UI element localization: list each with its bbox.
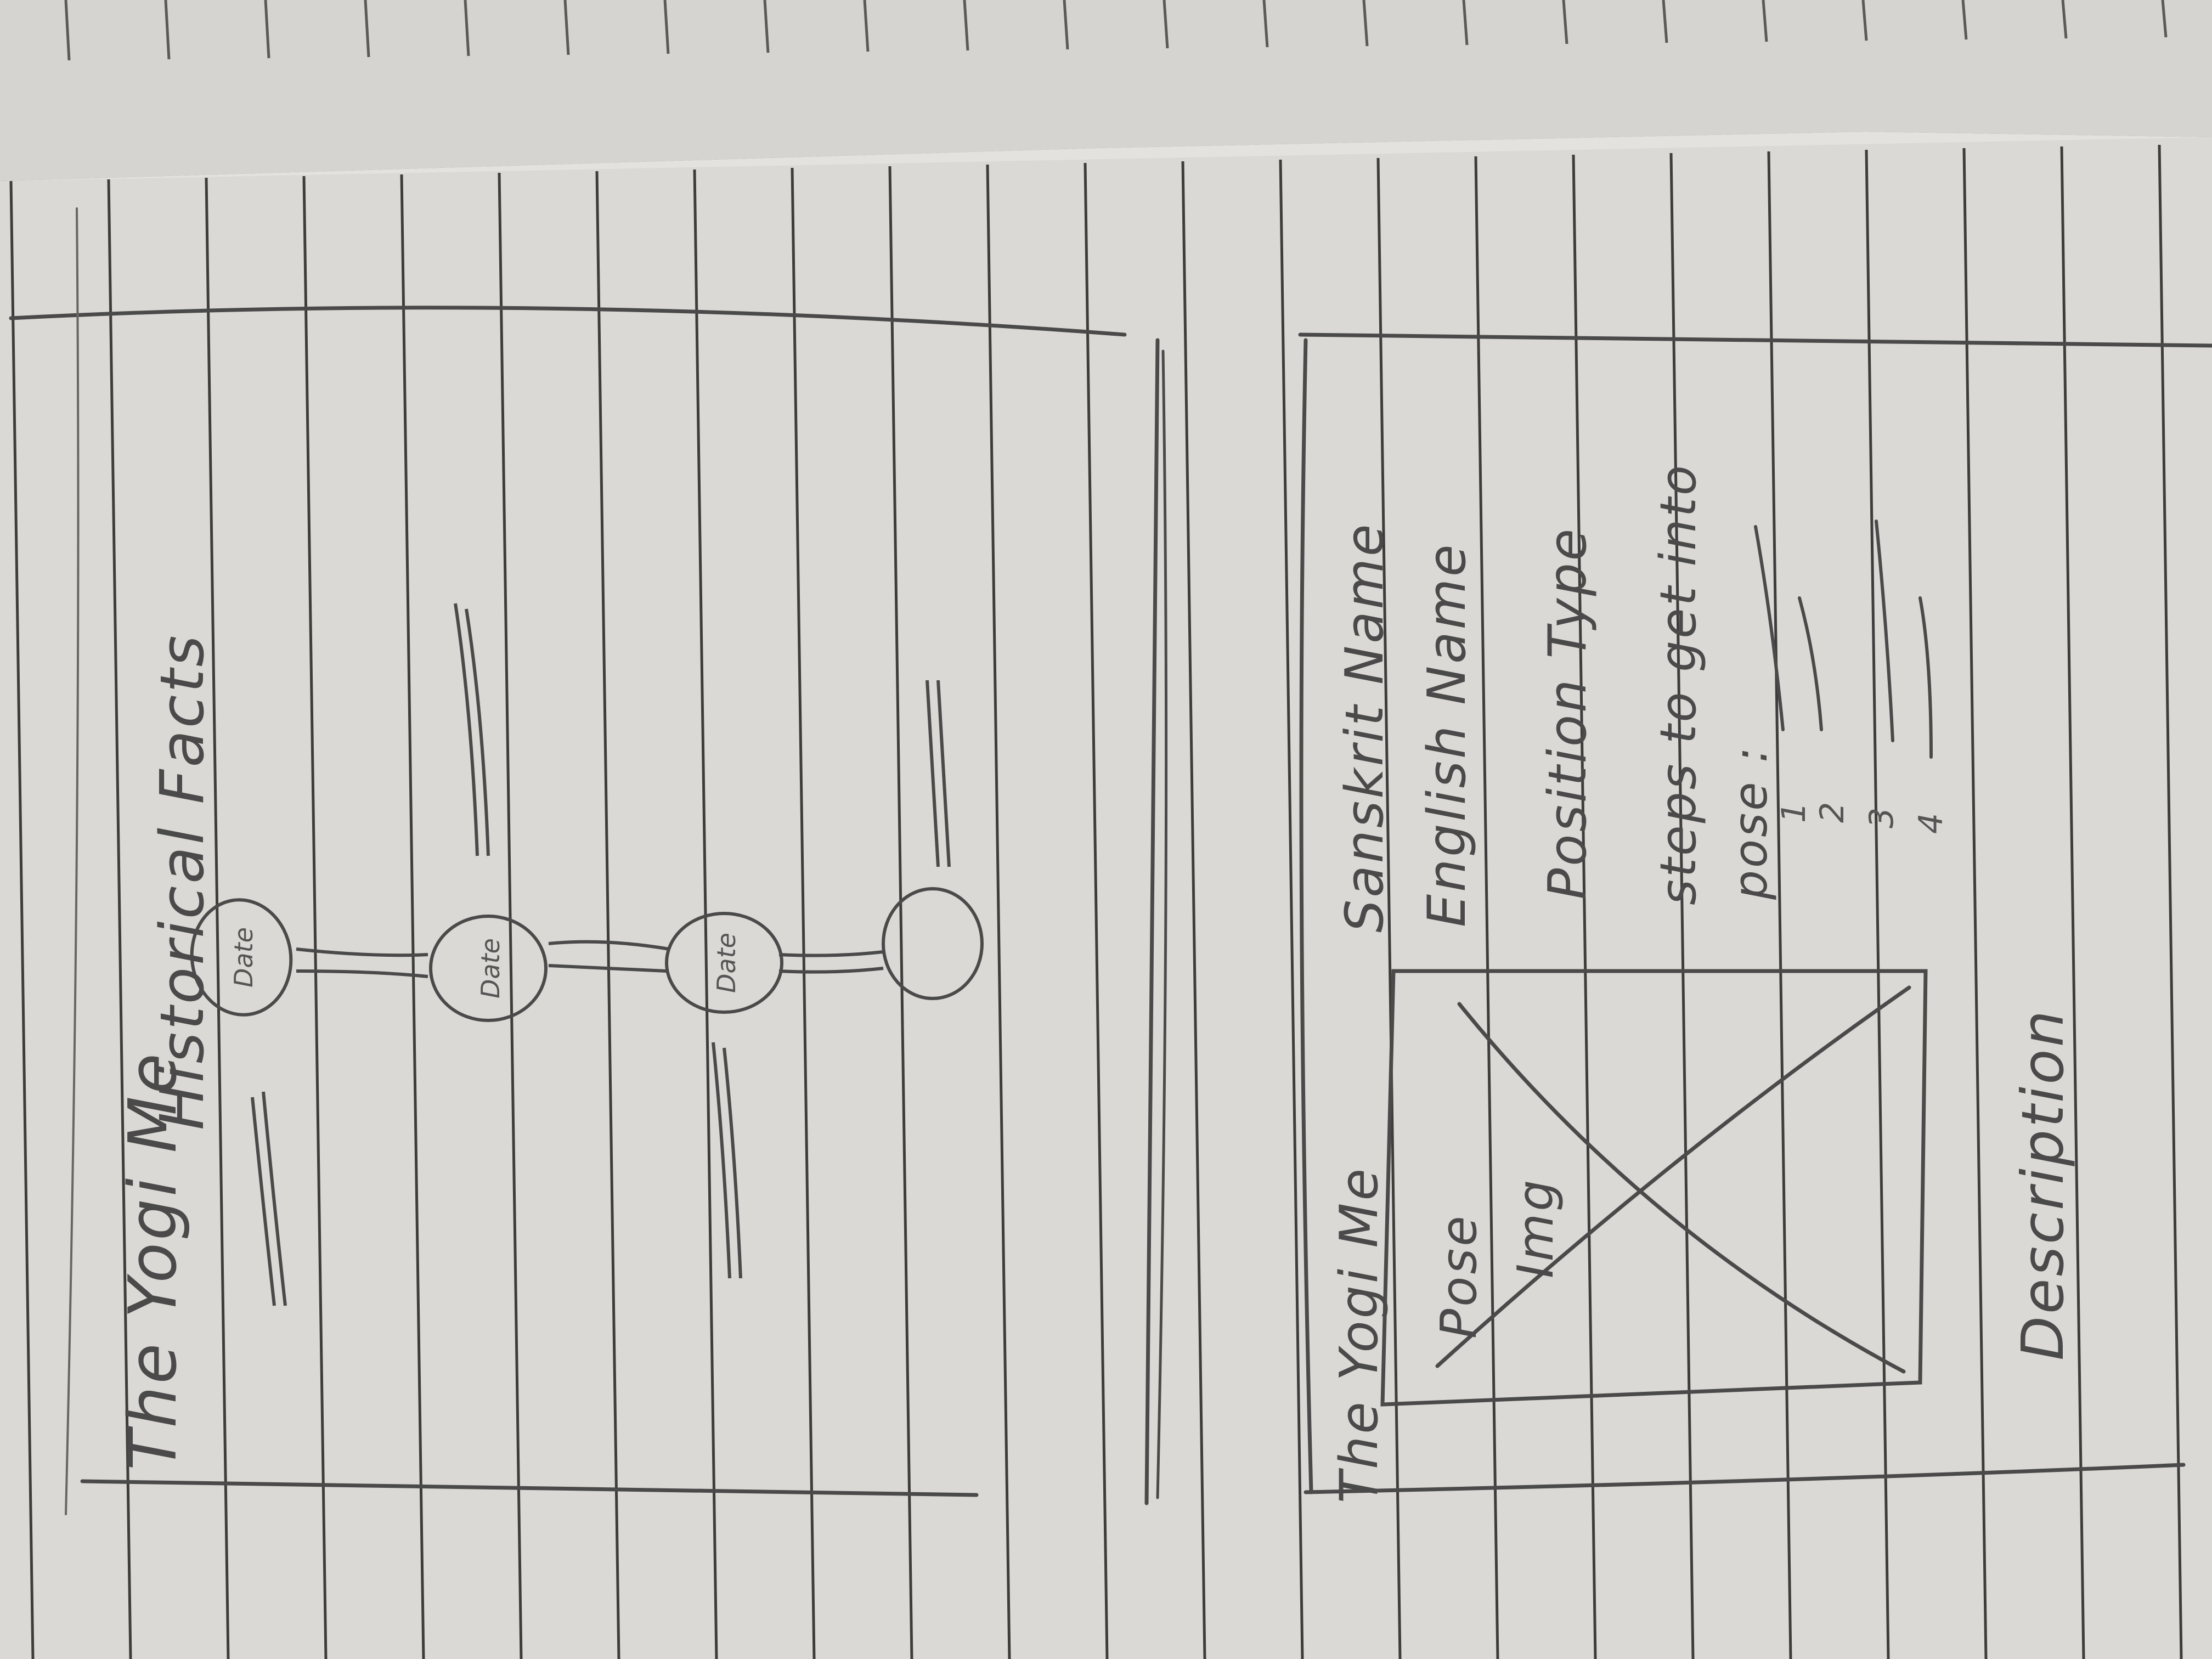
rule-line	[498, 172, 523, 1659]
back-rule-line	[663, 0, 670, 54]
steps-subheading: pose :	[1724, 745, 1778, 900]
back-rule-line	[1762, 0, 1768, 42]
rule-line	[1279, 159, 1304, 1659]
english-name-field: English Name	[1417, 543, 1477, 928]
timeline-node	[190, 898, 293, 1017]
timeline-nodes	[190, 603, 984, 1306]
sketch-2-title: The Yogi Me	[1329, 1166, 1390, 1503]
back-rule-line	[963, 0, 969, 51]
back-page-rule-lines	[64, 0, 2168, 61]
pose-img-label-line-2: Img	[1507, 1178, 1565, 1278]
rule-line	[1474, 156, 1499, 1659]
back-rule-line	[563, 0, 570, 55]
timeline-node	[429, 915, 548, 1022]
description-field: Description	[2010, 1008, 2076, 1361]
back-rule-line	[2061, 0, 2068, 39]
main-page	[0, 132, 2212, 1659]
rule-line	[9, 180, 35, 1659]
back-rule-line	[1562, 0, 1568, 44]
back-rule-line	[264, 0, 270, 59]
rule-line	[302, 176, 328, 1659]
back-rule-line	[64, 0, 71, 61]
back-page	[0, 0, 2212, 181]
back-rule-line	[1462, 0, 1469, 46]
back-rule-line	[1362, 0, 1369, 47]
pose-image-placeholder	[1380, 969, 1928, 1407]
rule-line	[986, 164, 1011, 1659]
rule-line	[2158, 144, 2183, 1659]
rule-line	[1572, 154, 1597, 1659]
rule-line	[1084, 162, 1109, 1659]
rule-line	[888, 166, 913, 1659]
back-rule-line	[763, 0, 770, 53]
rule-line	[1962, 148, 1988, 1659]
back-rule-line	[1262, 0, 1269, 48]
sketch-1-title: The Yogi Me	[115, 1051, 191, 1470]
rule-line	[595, 171, 620, 1659]
sketch-timeline-frame	[9, 207, 1168, 1515]
back-rule-line	[1662, 0, 1668, 43]
rule-line	[1669, 153, 1695, 1659]
step-number: 2	[1813, 802, 1852, 823]
rule-line	[1865, 149, 1890, 1659]
step-number: 3	[1863, 808, 1901, 828]
sketch-1-subtitle: Historical Facts	[147, 633, 217, 1130]
timeline-node	[665, 912, 783, 1014]
rule-line	[1767, 151, 1792, 1659]
rule-line	[107, 179, 132, 1659]
pose-img-label-line-1: Pose	[1430, 1214, 1488, 1339]
rule-line	[2060, 146, 2085, 1659]
rule-line	[400, 174, 425, 1659]
step-number: 1	[1775, 802, 1813, 823]
rule-line	[693, 169, 718, 1659]
back-rule-line	[164, 0, 171, 60]
back-rule-line	[1861, 0, 1868, 41]
back-rule-line	[1063, 0, 1069, 50]
sketch-pose-frame	[1298, 332, 2212, 1494]
steps-heading: steps to get into	[1650, 463, 1707, 905]
position-type-field: Position Type	[1538, 527, 1598, 900]
timeline-node-label: Date	[712, 933, 741, 993]
ruled-lines	[9, 144, 2183, 1659]
rule-line	[791, 167, 816, 1659]
back-rule-line	[464, 0, 470, 57]
timeline-node-label: Date	[229, 927, 258, 988]
back-rule-line	[2161, 0, 2168, 38]
timeline-node-label: Date	[476, 938, 505, 998]
timeline-node	[882, 887, 984, 1000]
rule-line	[205, 177, 230, 1659]
back-rule-line	[863, 0, 870, 52]
step-lines	[1754, 520, 1933, 759]
back-rule-line	[1961, 0, 1968, 40]
back-rule-line	[1163, 0, 1169, 49]
rule-line	[1376, 157, 1402, 1659]
back-rule-line	[364, 0, 370, 58]
rule-line	[1181, 161, 1206, 1659]
step-number: 4	[1912, 813, 1950, 834]
sanskrit-name-field: Sanskrit Name	[1335, 522, 1395, 933]
